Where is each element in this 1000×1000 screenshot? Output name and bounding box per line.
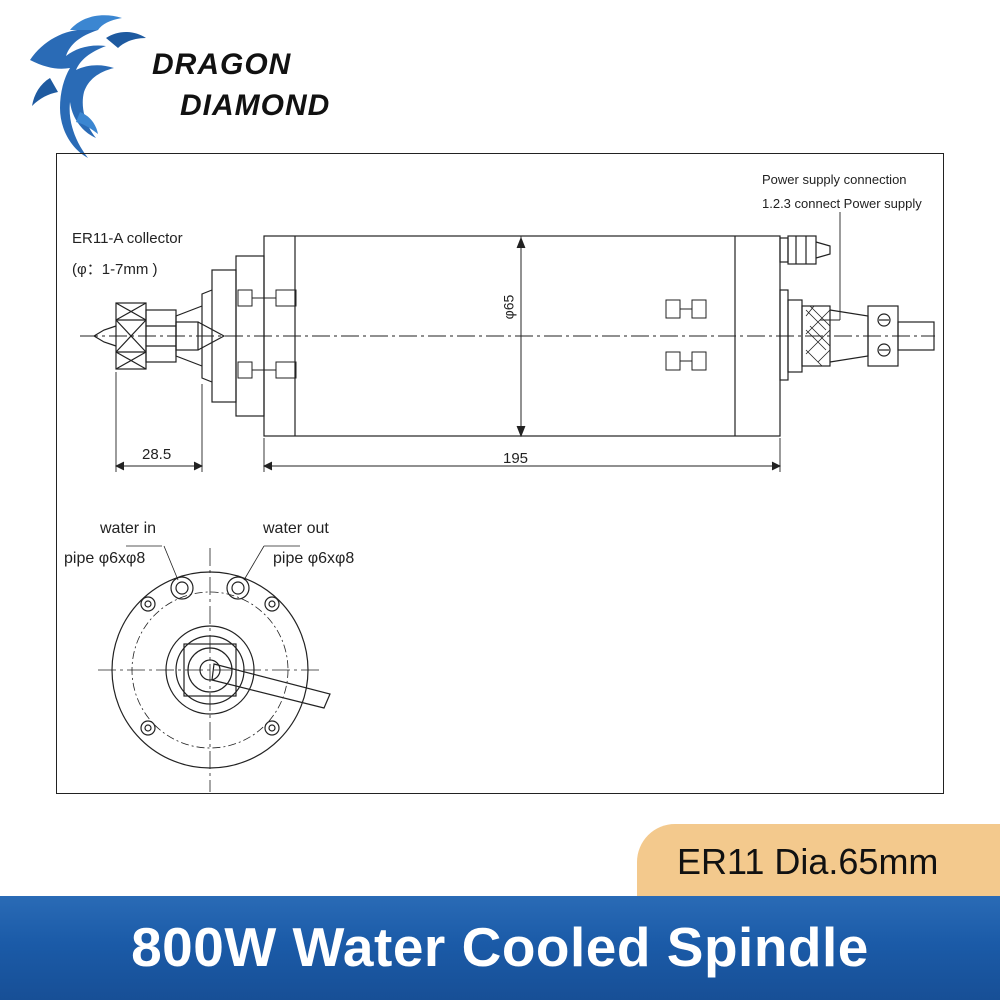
water-out-pipe-label: pipe φ6xφ8	[273, 550, 355, 567]
rear-fittings	[779, 235, 935, 381]
dim-body-label: 195	[503, 450, 529, 467]
water-in-label: water in	[100, 520, 157, 537]
diameter-label: φ65	[500, 294, 517, 320]
dimension-lines	[114, 212, 841, 472]
banner-title: 800W Water Cooled Spindle	[131, 916, 869, 978]
collet-nut	[92, 302, 177, 370]
brand-line-1: DRAGON	[152, 48, 292, 81]
dim-nose-label: 28.5	[142, 446, 172, 463]
water-in-pipe-label: pipe φ6xφ8	[64, 550, 146, 567]
dragon-logo-icon	[30, 15, 146, 158]
collector-range-label: (φ：1-7mm )	[72, 261, 158, 278]
collector-label: ER11-A collector	[72, 230, 183, 247]
drawing-frame	[56, 153, 944, 794]
power-label-2: 1.2.3 connect Power supply	[762, 196, 922, 211]
water-out-label: water out	[263, 520, 329, 537]
spec-badge-text: ER11 Dia.65mm	[677, 841, 939, 882]
end-view	[98, 545, 331, 792]
title-banner: 800W Water Cooled Spindle	[0, 896, 1000, 1000]
bearing-marks	[237, 289, 707, 379]
spec-badge: ER11 Dia.65mm	[637, 824, 1000, 896]
power-label-1: Power supply connection	[762, 172, 907, 187]
brand-line-2: DIAMOND	[180, 89, 331, 122]
